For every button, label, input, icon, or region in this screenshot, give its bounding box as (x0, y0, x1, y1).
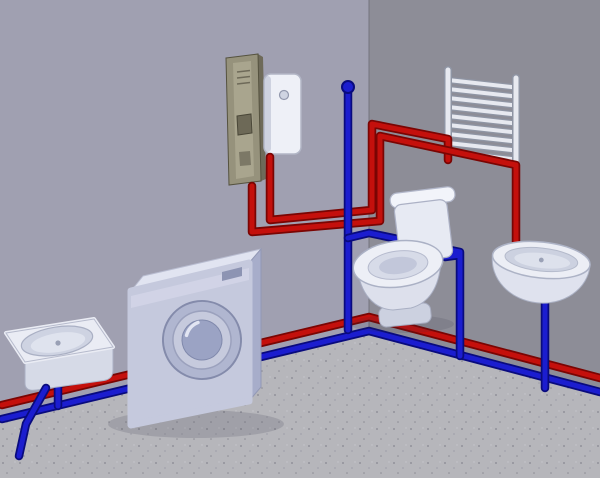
washer-door (162, 300, 242, 380)
washer-display (222, 267, 242, 281)
washer-door-highlight (184, 320, 200, 338)
panel-vent-slots (236, 69, 251, 85)
toilet-bowl-water (379, 256, 417, 275)
panel-lower-module (239, 151, 251, 166)
heater-indicator-dial (278, 89, 290, 101)
cold-pipe-sink-drain (16, 385, 49, 459)
washer-door-glass (181, 319, 223, 361)
washer-control-band (131, 268, 249, 308)
cold-pipe-sink-drain-group (14, 383, 51, 461)
wall-hung-sink (4, 317, 115, 391)
heater-control-panel (225, 53, 266, 186)
panel-display (236, 113, 253, 136)
floor-speckle-texture (0, 331, 600, 478)
washing-machine (127, 247, 262, 429)
hot-pipe-distribution (249, 133, 519, 253)
cold-pipe-valve-cap (341, 80, 355, 94)
basin-drain-hole (538, 257, 544, 263)
water-heater (263, 73, 302, 155)
heater-shading (264, 76, 271, 152)
sink-apron (24, 346, 114, 391)
hot-pipe-radiator-supply (267, 121, 451, 223)
sink-drain-hole (55, 340, 61, 346)
cold-pipe-base (0, 328, 600, 422)
sink-rim-outline (5, 318, 114, 363)
hot-water-pipes (0, 119, 600, 410)
wall-hung-basin (491, 240, 591, 304)
hot-pipe-base (0, 314, 600, 408)
toilet (352, 186, 456, 328)
